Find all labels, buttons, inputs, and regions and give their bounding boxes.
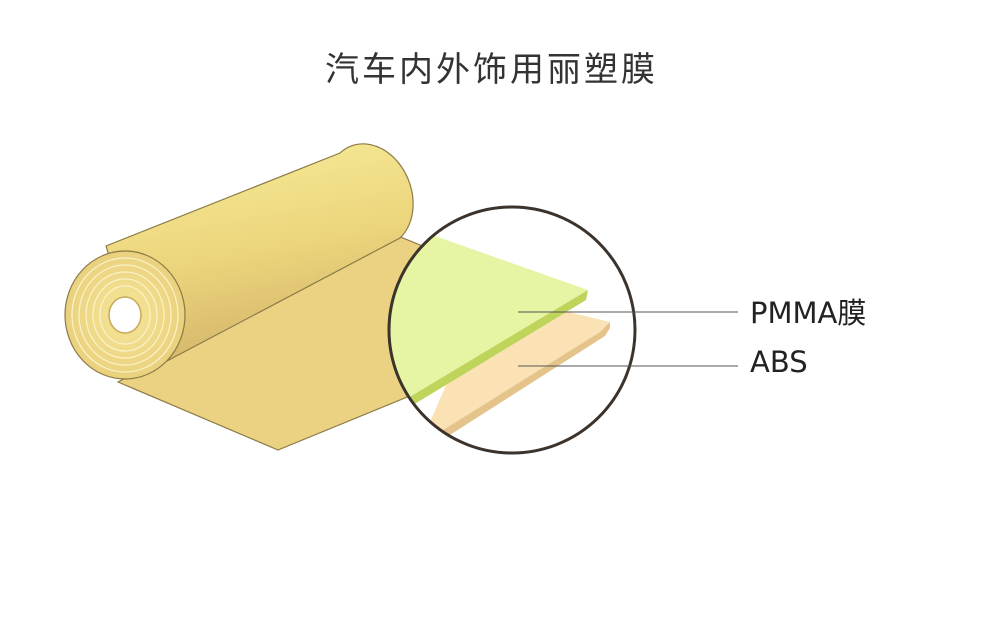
pmma-label: PMMA膜: [750, 296, 867, 330]
roll-winding-rings: [71, 257, 179, 373]
abs-layer-edge: [440, 322, 610, 440]
pmma-layer-edge: [408, 290, 588, 408]
magnifier-ring: [387, 205, 637, 455]
magnified-layers: [389, 230, 610, 440]
diagram-title: 汽车内外饰用丽塑膜: [325, 50, 658, 90]
roll-core-hole: [108, 296, 142, 334]
abs-label: ABS: [750, 345, 808, 379]
pmma-layer: [389, 230, 588, 398]
